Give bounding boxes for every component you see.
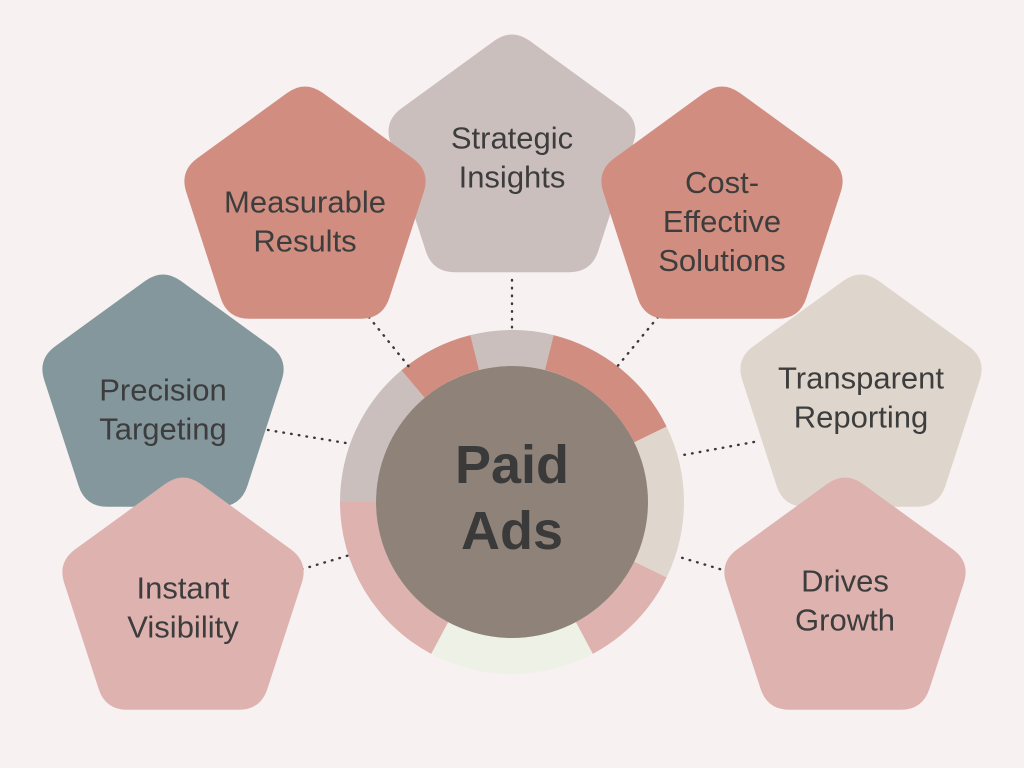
instant-visibility-segment <box>340 502 449 654</box>
connector-precision-targeting <box>266 428 354 446</box>
pentagon-shape-drives-growth <box>724 477 966 710</box>
pentagon-shape-instant-visibility <box>62 477 304 710</box>
pentagon-shape-measurable-results <box>184 86 426 319</box>
drives-growth-segment <box>575 561 667 654</box>
pentagon-shape-strategic-insights <box>388 34 636 273</box>
connector-cost-effective <box>614 309 665 370</box>
center-ring <box>340 329 684 674</box>
connector-transparent-reporting <box>676 440 756 458</box>
strategic-insights-segment <box>470 329 554 371</box>
cost-effective-segment <box>544 335 667 443</box>
pentagon-shape-precision-targeting <box>42 274 284 507</box>
precision-targeting-segment <box>340 370 425 502</box>
connector-lines <box>266 278 756 580</box>
connector-instant-visibility <box>270 553 352 580</box>
transparent-reporting-segment <box>634 426 684 578</box>
measurable-results-segment <box>401 335 480 398</box>
connector-drives-growth <box>674 554 752 580</box>
pentagon-shape-cost-effective-solutions <box>601 86 843 319</box>
bottom-segment <box>431 622 593 674</box>
center-circle[interactable] <box>376 366 648 638</box>
pentagon-shape-transparent-reporting <box>740 274 982 507</box>
